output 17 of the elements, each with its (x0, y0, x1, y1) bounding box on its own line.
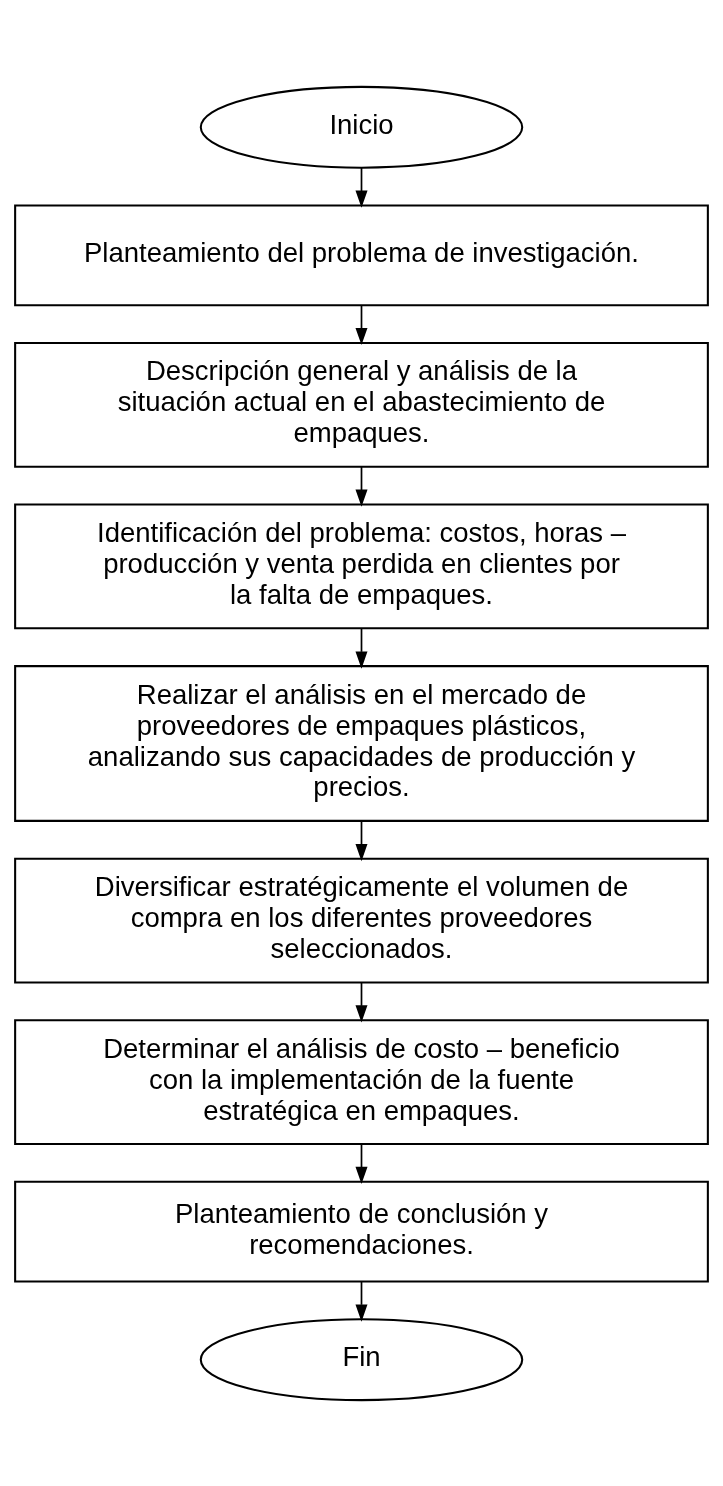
node-box: Descripción general y análisis de la situación actual en el abastecimiento de empaques. (14, 341, 709, 468)
arrow (355, 304, 368, 345)
node-box: Identificación del problema: costos, horas – producción y venta perdida en clientes por la falta de empaques. (14, 503, 709, 629)
arrow (355, 981, 368, 1022)
node-ellipse: Inicio (199, 85, 524, 169)
node-box: Planteamiento de conclusión y recomendaciones. (14, 1180, 709, 1283)
node-box: Planteamiento del problema de investigación. (14, 203, 709, 306)
node-box: Diversificar estratégicamente el volumen de compra en los diferentes proveedores seleccionados. (14, 857, 709, 983)
arrow (355, 465, 368, 507)
node-box: Determinar el análisis de costo – beneficio con la implementación de la fuente estratégica en empaques. (14, 1018, 709, 1145)
arrow (355, 627, 368, 669)
arrow (355, 166, 368, 208)
node-box: Realizar el análisis en el mercado de proveedores de empaques plásticos, analizando sus capacidades de producción y precios. (14, 664, 709, 822)
arrow (355, 819, 368, 861)
node-ellipse: Fin (199, 1317, 524, 1401)
arrow (355, 1142, 368, 1184)
arrow (355, 1280, 368, 1322)
